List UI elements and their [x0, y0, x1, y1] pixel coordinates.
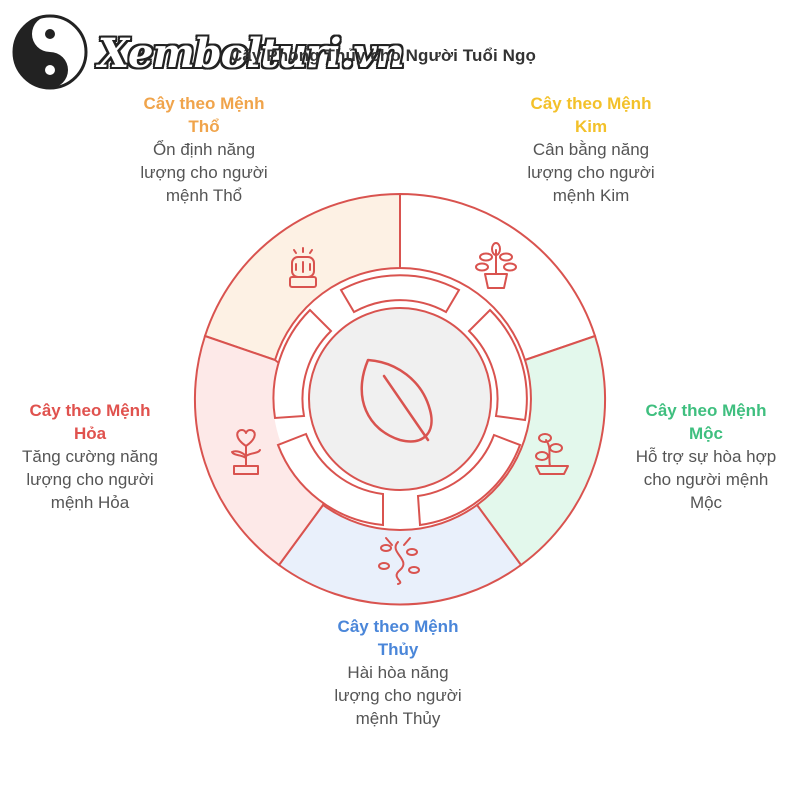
label-hoa-heading: Cây theo Mệnh Hỏa: [29, 401, 151, 443]
label-thuy-heading: Cây theo Mệnh Thủy: [337, 617, 459, 659]
label-thuy: Cây theo Mệnh Thủy Hài hòa năng lượng ch…: [312, 615, 484, 730]
yin-yang-icon: [12, 14, 88, 90]
heart-plant-icon: [231, 429, 261, 475]
potted-plant-icon: [475, 242, 517, 289]
watermark-text: Xembolturi.vn: [98, 30, 405, 77]
label-moc: Cây theo Mệnh Mộc Hỗ trợ sự hòa hợp cho …: [620, 399, 792, 514]
label-tho-heading: Cây theo Mệnh Thổ: [143, 94, 265, 136]
inner-ring: [272, 274, 528, 527]
bonsai-icon: [535, 433, 569, 475]
label-hoa: Cây theo Mệnh Hỏa Tăng cường năng lượng …: [4, 399, 176, 514]
label-kim-heading: Cây theo Mệnh Kim: [530, 94, 652, 136]
page-title: Cây Phong Thủy cho Người Tuổi Ngọ: [230, 46, 536, 65]
label-hoa-desc: Tăng cường năng lượng cho người mệnh Hỏa: [22, 447, 158, 512]
vine-plant-icon: [378, 537, 420, 585]
label-tho: Cây theo Mệnh Thổ Ổn định năng lượng cho…: [118, 92, 290, 207]
label-thuy-desc: Hài hòa năng lượng cho người mệnh Thủy: [334, 663, 462, 728]
label-moc-heading: Cây theo Mệnh Mộc: [645, 401, 767, 443]
leaf-icon: [360, 358, 433, 443]
label-kim-desc: Cân bằng năng lượng cho người mệnh Kim: [527, 140, 655, 205]
cactus-icon: [289, 247, 317, 288]
watermark: Xembolturi.vn: [10, 8, 405, 103]
label-kim: Cây theo Mệnh Kim Cân bằng năng lượng ch…: [505, 92, 677, 207]
label-tho-desc: Ổn định năng lượng cho người mệnh Thổ: [140, 140, 268, 205]
label-moc-desc: Hỗ trợ sự hòa hợp cho người mệnh Mộc: [635, 447, 777, 512]
